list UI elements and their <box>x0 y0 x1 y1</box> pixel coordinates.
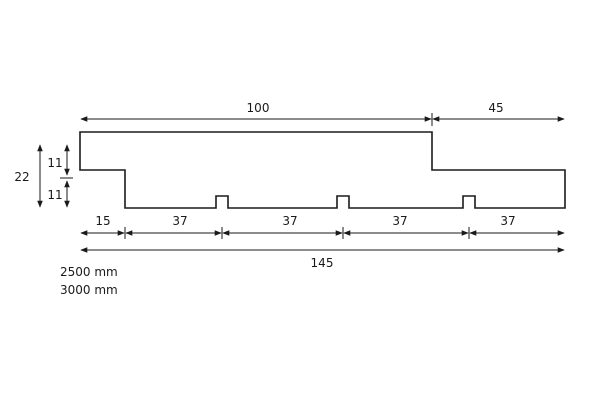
length-option-2: 3000 mm <box>60 283 118 297</box>
dim-label-top-right: 45 <box>488 101 503 115</box>
dim-label-height-lower: 11 <box>47 188 62 202</box>
dim-label-seg-4: 37 <box>392 214 407 228</box>
dim-label-total-width: 145 <box>311 256 334 270</box>
board-profile-outline <box>79 131 566 209</box>
dim-label-seg-5: 37 <box>500 214 515 228</box>
dim-label-seg-2: 37 <box>172 214 187 228</box>
dim-label-top-left: 100 <box>247 101 270 115</box>
dim-label-seg-1: 15 <box>95 214 110 228</box>
dim-label-seg-3: 37 <box>282 214 297 228</box>
dim-label-height-total: 22 <box>14 170 29 184</box>
length-option-1: 2500 mm <box>60 265 118 279</box>
dim-label-height-upper: 11 <box>47 156 62 170</box>
